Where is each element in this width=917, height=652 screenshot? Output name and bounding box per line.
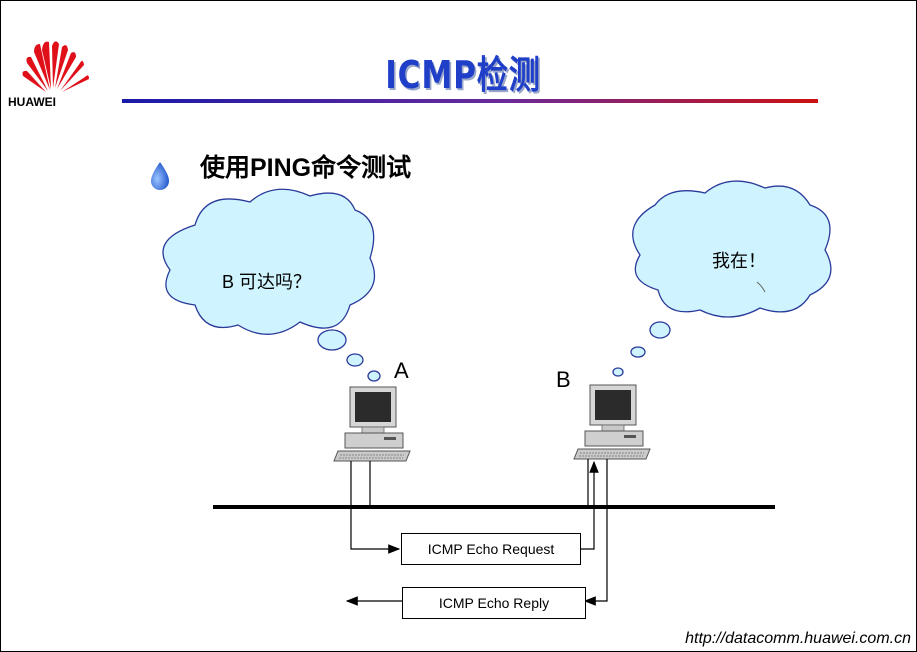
computer-a-icon bbox=[333, 386, 411, 462]
bullet-heading: 使用PING命令测试 bbox=[200, 154, 412, 182]
echo-request-box: ICMP Echo Request bbox=[401, 533, 581, 565]
title-underline bbox=[122, 99, 818, 103]
bullet-drop-icon bbox=[151, 162, 169, 190]
page-title: ICMP检测 bbox=[385, 53, 541, 97]
echo-reply-box: ICMP Echo Reply bbox=[402, 587, 586, 619]
thought-cloud-a bbox=[162, 188, 381, 382]
request-arrow-in bbox=[350, 461, 401, 554]
cloud-a-text: B 可达吗？ bbox=[222, 272, 312, 292]
host-a-label: A bbox=[394, 358, 409, 383]
cloud-b-text: 我在！ bbox=[712, 251, 766, 271]
huawei-logo-icon bbox=[22, 41, 89, 92]
computer-b-icon bbox=[573, 384, 651, 460]
reply-arrow-in bbox=[583, 459, 608, 606]
request-arrow-out bbox=[580, 460, 599, 550]
thought-cloud-b bbox=[612, 180, 832, 377]
host-b-label: B bbox=[556, 367, 571, 392]
brand-label: HUAWEI bbox=[8, 95, 56, 109]
footer-url: http://datacomm.huawei.com.cn bbox=[685, 630, 911, 647]
